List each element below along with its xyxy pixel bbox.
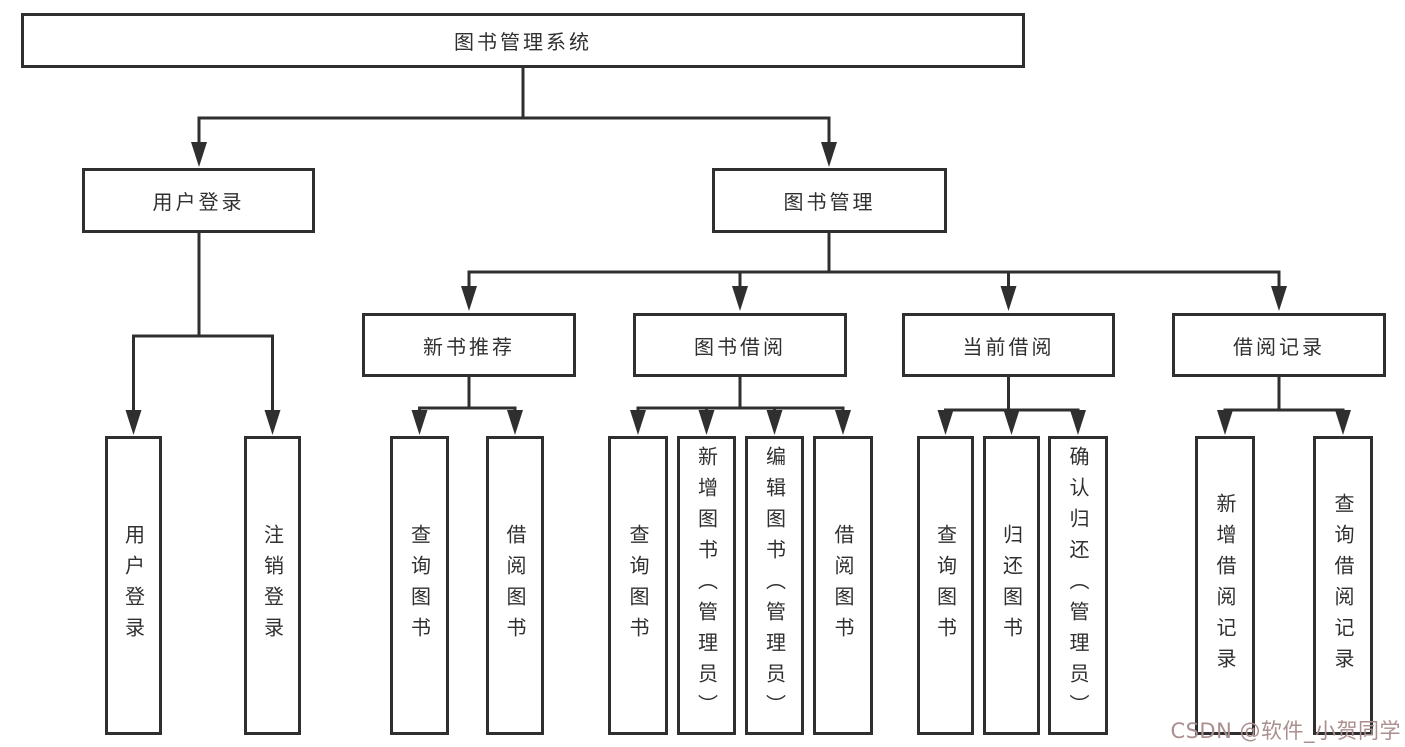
node-new-book-recommendation: 新书推荐 (362, 313, 576, 377)
leaf-edit-book-admin: 编辑图书（管理员） (745, 436, 804, 735)
node-user-login: 用户登录 (82, 168, 315, 233)
leaf-logout: 注销登录 (244, 436, 301, 735)
node-label: 编辑图书（管理员） (762, 446, 787, 725)
node-label: 查询图书 (933, 523, 958, 648)
node-label: 确认归还（管理员） (1066, 446, 1090, 725)
leaf-add-borrow-record: 新增借阅记录 (1195, 436, 1255, 735)
leaf-query-books-borrowing: 查询图书 (608, 436, 668, 735)
node-book-management: 图书管理 (712, 168, 947, 233)
node-label: 用户登录 (121, 523, 146, 648)
node-borrowing-records: 借阅记录 (1172, 313, 1386, 377)
node-label: 用户登录 (152, 190, 245, 214)
node-label: 查询图书 (626, 523, 650, 648)
node-label: 借阅图书 (503, 523, 527, 648)
node-book-borrowing: 图书借阅 (633, 313, 847, 377)
node-label: 归还图书 (999, 523, 1024, 648)
node-current-borrowing: 当前借阅 (902, 313, 1115, 377)
node-label: 借阅记录 (1233, 334, 1325, 359)
leaf-borrow-books-recommend: 借阅图书 (486, 436, 544, 735)
node-label: 查询图书 (407, 523, 432, 648)
node-label: 查询借阅记录 (1331, 492, 1355, 679)
leaf-borrow-books: 借阅图书 (813, 436, 873, 735)
leaf-add-book-admin: 新增图书（管理员） (677, 436, 736, 735)
leaf-query-books-current: 查询图书 (917, 436, 974, 735)
leaf-user-login: 用户登录 (105, 436, 162, 735)
csdn-watermark: CSDN @软件_小贺同学 (1170, 719, 1401, 743)
node-label: 图书管理 (783, 190, 876, 214)
node-label: 图书借阅 (694, 334, 786, 359)
node-label: 图书管理系统 (454, 30, 592, 54)
node-label: 新书推荐 (423, 334, 515, 359)
leaf-return-books: 归还图书 (983, 436, 1040, 735)
arrowheads (125, 142, 1351, 435)
node-label: 借阅图书 (831, 523, 855, 648)
leaf-query-borrow-record: 查询借阅记录 (1313, 436, 1373, 735)
node-label: 当前借阅 (962, 334, 1055, 359)
leaf-confirm-return-admin: 确认归还（管理员） (1048, 436, 1108, 735)
node-label: 新增图书（管理员） (694, 446, 719, 725)
node-label: 新增借阅记录 (1213, 492, 1237, 679)
node-label: 注销登录 (260, 523, 285, 648)
leaf-query-books-recommend: 查询图书 (390, 436, 449, 735)
node-library-management-system: 图书管理系统 (21, 13, 1025, 68)
